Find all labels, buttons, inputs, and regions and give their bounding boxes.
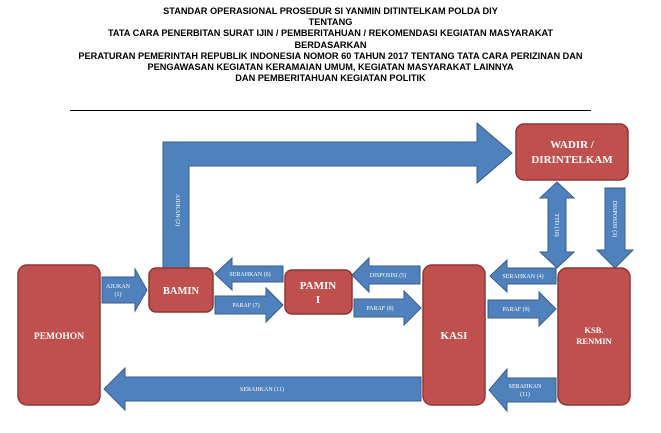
title-line: PENGAWASAN KEGIATAN KERAMAIAN UMUM, KEGI…: [147, 62, 514, 73]
label-kasi: KASI: [441, 330, 468, 342]
box-bamin: [148, 267, 214, 313]
label-ajukan-2: AJUKAN (2): [174, 194, 181, 227]
title-divider: [70, 110, 591, 111]
title-line: PERATURAN PEMERINTAH REPUBLIK INDONESIA …: [78, 50, 583, 61]
arrow-paraf-7: [214, 286, 284, 324]
label-serahkan-11-a: SERAHKAN: [509, 384, 542, 390]
arrow-serahkan-11-short: [488, 367, 557, 413]
label-ajukan-1a: AJUKAN: [106, 284, 131, 290]
arrow-paraf-9: [487, 290, 557, 328]
label-serahkan-11-b: (11): [520, 391, 530, 398]
document-title: STANDAR OPERASIONAL PROSEDUR SI YANMIN D…: [0, 6, 661, 84]
arrow-ajukan-2: [162, 121, 513, 269]
label-serahkan-6: SERAHKAN (6): [229, 271, 270, 278]
title-line: BERDASARKAN: [294, 39, 367, 50]
label-ttd-10: TTD (10): [553, 213, 560, 236]
arrow-serahkan-6: [214, 256, 284, 292]
label-pamin-1: PAMIN: [300, 280, 337, 292]
label-paraf-9: PARAF (9): [502, 306, 529, 313]
label-paraf-8: PARAF (8): [366, 305, 393, 312]
label-pemohon: PEMOHON: [34, 332, 84, 342]
label-serahkan-4: SERAHKAN (4): [502, 273, 543, 280]
arrow-paraf-8: [353, 289, 422, 327]
title-line: TENTANG: [308, 17, 353, 28]
arrow-disposisi-3: [595, 187, 635, 269]
label-ksb-2: RENMIN: [576, 336, 612, 346]
title-line: TATA CARA PENERBITAN SURAT IJIN / PEMBER…: [107, 28, 554, 39]
label-disposisi-3: DISPOSISI (3): [611, 201, 618, 238]
arrow-ttd-10: [538, 181, 576, 269]
arrow-disposisi-5: [351, 256, 421, 294]
box-kasi: [422, 264, 486, 406]
label-wadir-1: WADIR /: [550, 139, 595, 151]
label-wadir-2: DIRINTELKAM: [531, 154, 613, 166]
title-line: STANDAR OPERASIONAL PROSEDUR SI YANMIN D…: [163, 6, 498, 16]
box-pamin: [284, 269, 353, 315]
label-ajukan-1b: (1): [115, 291, 122, 298]
title-line: DAN PEMBERITAHUAN KEGIATAN POLITIK: [235, 73, 426, 84]
box-pemohon: [17, 264, 101, 406]
label-disposisi-5: DISPOSISI (5): [370, 272, 407, 279]
box-ksb-renmin: [557, 267, 631, 406]
label-ksb-1: KSB.: [584, 325, 603, 335]
label-bamin: BAMIN: [163, 286, 200, 297]
arrow-serahkan-4: [489, 258, 557, 294]
label-pamin-2: I: [316, 294, 320, 306]
arrow-serahkan-11-long: [103, 366, 422, 412]
arrow-ajukan-1: [101, 267, 148, 313]
box-wadir: [515, 123, 629, 181]
label-paraf-7: PARAF (7): [232, 302, 259, 309]
label-serahkan-11-long: SERAHKAN (11): [240, 386, 284, 393]
